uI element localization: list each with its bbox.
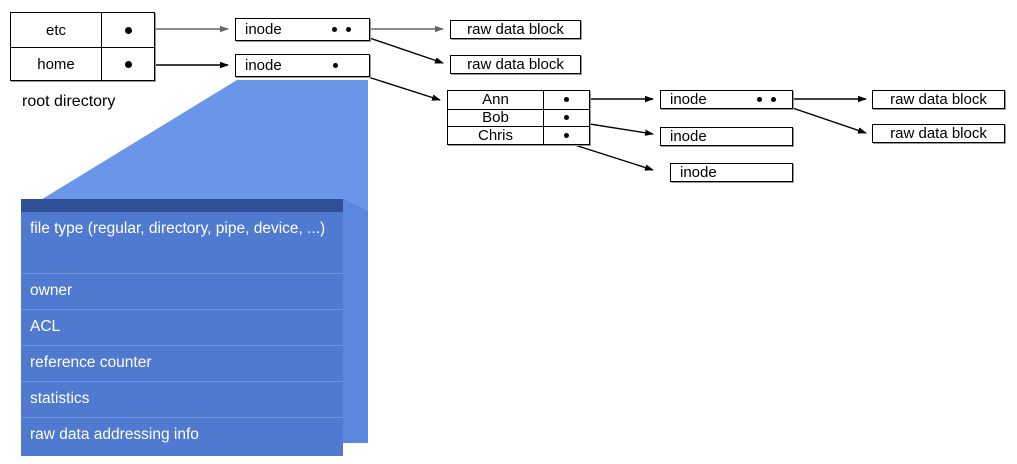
- inode-field-raw-data-addressing-info: raw data addressing info: [21, 418, 343, 456]
- root-entry-name-etc: etc: [45, 21, 66, 39]
- home-directory-table: Ann Bob Chris: [447, 90, 590, 145]
- root-entry-name-home: home: [37, 56, 75, 73]
- raw-data-block-1[interactable]: raw data block: [450, 20, 581, 39]
- raw-data-block-3-label: raw data block: [890, 91, 987, 108]
- root-directory-table: etc home: [10, 12, 155, 81]
- root-entry-pointer-etc[interactable]: [101, 13, 154, 47]
- root-directory-caption: root directory: [22, 93, 116, 110]
- inode-detail-front-face: file type (regular, directory, pipe, dev…: [21, 212, 343, 456]
- pointer-dot-icon: [333, 63, 338, 68]
- inode-field-reference-counter: reference counter: [21, 346, 343, 382]
- inode-field-acl: ACL: [21, 310, 343, 346]
- inode-box-3[interactable]: inode: [660, 90, 793, 109]
- inode-detail-top-face: [21, 199, 343, 212]
- raw-data-block-3[interactable]: raw data block: [872, 90, 1005, 109]
- pointer-dot-icon: [124, 61, 132, 68]
- table-row[interactable]: Ann: [448, 91, 589, 109]
- inode-box-3-pointers[interactable]: [757, 91, 776, 108]
- raw-data-block-2[interactable]: raw data block: [450, 55, 581, 74]
- table-row[interactable]: etc: [11, 13, 154, 47]
- inode-detail-box: file type (regular, directory, pipe, dev…: [21, 199, 368, 456]
- table-row[interactable]: Bob: [448, 108, 589, 127]
- inode-box-4[interactable]: inode: [660, 127, 793, 146]
- root-entry-pointer-home[interactable]: [101, 48, 154, 81]
- pointer-dot-icon: [771, 97, 776, 102]
- inode-box-5-label: inode: [680, 164, 717, 181]
- raw-data-block-4-label: raw data block: [890, 125, 987, 142]
- inode-field-statistics: statistics: [21, 382, 343, 418]
- home-entry-pointer-chris[interactable]: [543, 127, 589, 144]
- home-entry-pointer-ann[interactable]: [543, 91, 589, 109]
- table-row[interactable]: home: [11, 47, 154, 81]
- inode-box-1[interactable]: inode: [235, 18, 370, 41]
- pointer-dot-icon: [757, 97, 762, 102]
- raw-data-block-1-label: raw data block: [467, 21, 564, 38]
- inode-box-1-label: inode: [245, 21, 282, 38]
- inode-box-4-label: inode: [670, 128, 707, 145]
- pointer-dot-icon: [564, 132, 569, 138]
- table-row[interactable]: Chris: [448, 126, 589, 144]
- home-entry-name-chris: Chris: [477, 126, 513, 144]
- inode-field-owner: owner: [21, 274, 343, 310]
- inode-box-2-label: inode: [245, 57, 282, 74]
- inode-box-3-label: inode: [670, 91, 707, 108]
- inode-field-file-type: file type (regular, directory, pipe, dev…: [21, 212, 343, 274]
- inode-box-5[interactable]: inode: [670, 163, 793, 182]
- pointer-dot-icon: [124, 26, 132, 34]
- inode-box-2-pointers[interactable]: [333, 55, 338, 76]
- home-entry-name-ann: Ann: [482, 91, 509, 109]
- inode-expansion-wedge: [21, 80, 368, 212]
- raw-data-block-4[interactable]: raw data block: [872, 124, 1005, 143]
- pointer-dot-icon: [332, 27, 337, 32]
- raw-data-block-2-label: raw data block: [467, 56, 564, 73]
- inode-detail-side-face: [343, 199, 368, 443]
- home-entry-name-bob: Bob: [482, 109, 509, 127]
- inode-box-1-pointers[interactable]: [332, 19, 351, 40]
- pointer-dot-icon: [346, 27, 351, 32]
- pointer-dot-icon: [564, 97, 569, 103]
- home-entry-pointer-bob[interactable]: [543, 109, 589, 127]
- pointer-dot-icon: [564, 115, 569, 121]
- inode-box-2[interactable]: inode: [235, 54, 370, 77]
